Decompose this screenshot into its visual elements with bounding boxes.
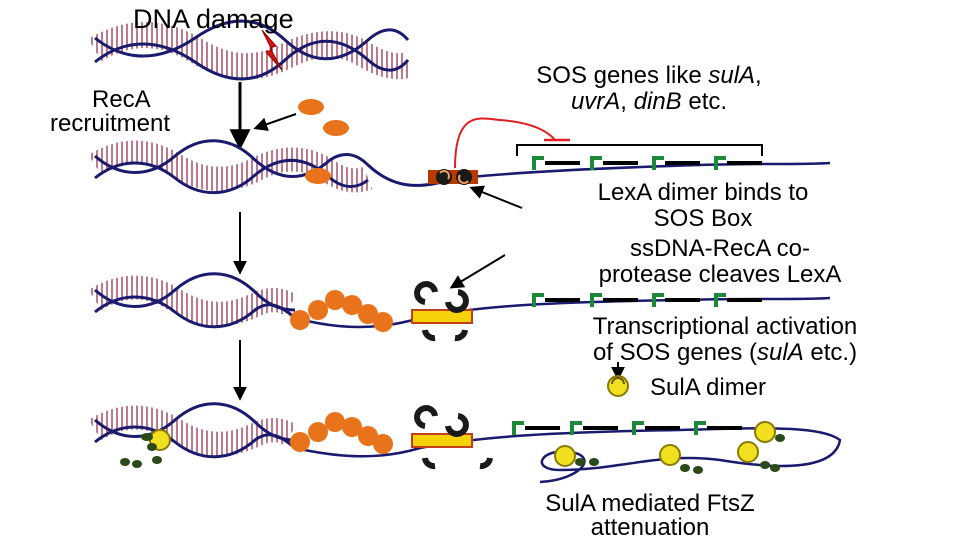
dna-strand-1b [94, 39, 410, 81]
dna-strand-4b [94, 425, 296, 459]
ftsz-line-2: attenuation [590, 514, 710, 541]
promoter-arrow-icon [714, 156, 726, 170]
lexa-line-2: SOS Box [653, 205, 753, 232]
dna-helix-1-rungs [88, 22, 412, 80]
lightning-bolt-icon [261, 29, 283, 71]
promoter-arrow-icon [570, 421, 582, 435]
coprotease-pointer-arrow [449, 254, 506, 289]
cleaved-lexa-fragment [454, 329, 468, 342]
sula-dimer-label: SulA dimer [650, 374, 767, 401]
reca-filament [290, 412, 393, 454]
sula-dimer-icon [607, 375, 629, 397]
dna-row-3 [88, 272, 831, 342]
promoter-arrow-icon [632, 421, 644, 435]
dna-strand-1a [94, 19, 410, 61]
activation-line-2: of SOS genes (sulA etc.) [592, 339, 858, 366]
reca-monomer [323, 120, 349, 136]
activation-line-1: Transcriptional activation [592, 313, 858, 340]
cleaved-lexa-fragment [422, 329, 436, 342]
ftsz-fragments [120, 433, 785, 474]
reca-line-2: recruitment [50, 110, 171, 137]
cleaved-lexa-fragment [414, 405, 438, 429]
dna-strand-2b [94, 158, 369, 195]
cleaved-lexa-fragment [479, 457, 493, 470]
sos-genes-line-2: uvrA, dinB etc. [570, 88, 728, 115]
dna-strand-3b [94, 295, 296, 329]
promoter-arrow-icon [714, 293, 726, 307]
dna-ss-tail-2 [459, 161, 831, 180]
reca-line-1: RecA [92, 86, 151, 113]
repression-arrow [454, 117, 556, 169]
promoter-arrow-icon [532, 293, 544, 307]
promoter-arrow-icon [590, 293, 602, 307]
lexa-line-1: LexA dimer binds to [597, 179, 809, 206]
dna-damage-label: DNA damage [133, 4, 294, 34]
dna-helix-3-rungs [88, 275, 297, 326]
promoter-arrow-icon [512, 421, 524, 435]
ftsz-attenuation-label: SulA mediated FtsZ attenuation [485, 492, 815, 540]
cleaved-lexa-fragment [445, 289, 469, 313]
lexa-pointer-arrow [469, 185, 523, 209]
promoter-arrow-icon [532, 156, 544, 170]
dna-row-2 [88, 117, 831, 195]
sula-ftsz-complex [149, 421, 776, 467]
reca-recruitment-label: RecA recruitment [50, 88, 170, 136]
transcriptional-activation-label: Transcriptional activation of SOS genes … [500, 314, 950, 366]
dna-row-1 [88, 19, 412, 81]
sos-box-4 [411, 433, 473, 448]
genes-bracket [516, 144, 763, 156]
recruit-arrow [253, 113, 297, 131]
reca-monomer [298, 99, 324, 115]
dna-helix-4-rungs [88, 405, 297, 456]
dna-helix-2-rungs [88, 140, 373, 193]
cleaved-lexa-fragment [445, 413, 469, 437]
lexa-dimer [436, 169, 472, 185]
sos-genes-line-1: SOS genes like sulA, [536, 62, 762, 89]
cleaved-lexa-fragment [422, 457, 436, 470]
lexa-binding-label: LexA dimer binds to SOS Box [528, 180, 878, 232]
promoter-arrow-icon [694, 421, 706, 435]
coprotease-line-2: protease cleaves LexA [598, 261, 842, 288]
ftsz-line-1: SulA mediated FtsZ [545, 490, 755, 517]
cleaved-lexa-fragment [414, 281, 438, 305]
sos-box-3 [411, 309, 473, 324]
promoter-arrow-icon [652, 156, 664, 170]
reca-filament [290, 290, 393, 332]
dna-strand-2a [94, 139, 461, 187]
coprotease-label: ssDNA-RecA co- protease cleaves LexA [540, 236, 900, 288]
dna-row-4 [88, 402, 842, 484]
promoter-arrow-icon [652, 293, 664, 307]
reca-on-dna [305, 168, 331, 184]
sos-genes-label: SOS genes like sulA, uvrA, dinB etc. [504, 63, 794, 115]
promoter-arrow-icon [590, 156, 602, 170]
coprotease-line-1: ssDNA-RecA co- [629, 235, 811, 262]
